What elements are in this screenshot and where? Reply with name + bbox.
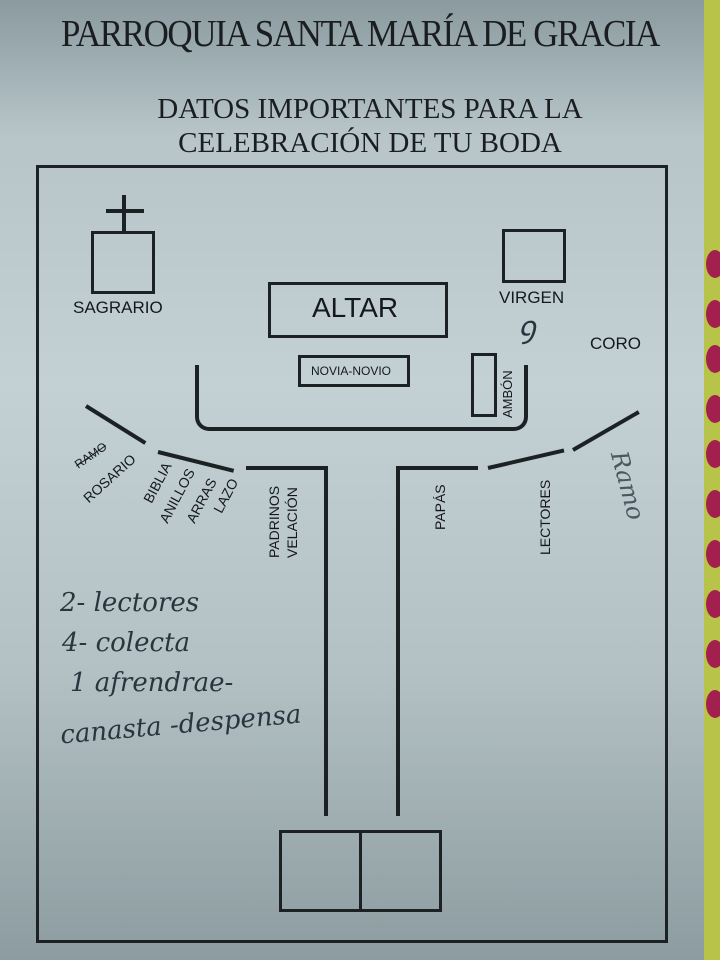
floor-plan-frame bbox=[36, 165, 668, 943]
novia-novio-box bbox=[298, 355, 410, 387]
handwritten-note-1: 2- lectores bbox=[60, 588, 200, 618]
cross-icon bbox=[106, 195, 144, 235]
subtitle-line-1: DATOS IMPORTANTES PARA LA bbox=[157, 93, 583, 125]
papas-label: PAPÁS bbox=[432, 484, 448, 530]
lectores-label: LECTORES bbox=[537, 479, 553, 555]
entrance-door-left bbox=[279, 830, 362, 912]
virgen-label: VIRGEN bbox=[499, 288, 565, 307]
sagrario-label: SAGRARIO bbox=[73, 298, 163, 317]
handwritten-note-3: 1 afrendrae- bbox=[70, 668, 234, 698]
entrance-door-right bbox=[359, 830, 442, 912]
coro-label: CORO bbox=[590, 334, 641, 353]
padrinos-label: PADRINOS bbox=[266, 485, 282, 558]
velacion-label: VELACIÓN bbox=[284, 487, 300, 558]
subtitle-line-2: CELEBRACIÓN DE TU BODA bbox=[178, 127, 562, 159]
document-subtitle: DATOS IMPORTANTES PARA LA CELEBRACIÓN DE… bbox=[90, 92, 650, 160]
altar-box bbox=[268, 282, 448, 338]
sagrario-box bbox=[91, 231, 155, 294]
pencil-mark: ꝯ bbox=[518, 310, 536, 345]
virgen-box bbox=[502, 229, 566, 283]
aisle-left-wall bbox=[246, 466, 328, 816]
bookmark-edge bbox=[704, 0, 720, 960]
altar-label: ALTAR bbox=[312, 292, 399, 323]
presbytery-step bbox=[195, 365, 528, 431]
novia-novio-label: NOVIA-NOVIO bbox=[311, 364, 392, 378]
document-title: PARROQUIA SANTA MARÍA DE GRACIA bbox=[60, 13, 660, 55]
handwritten-note-2: 4- colecta bbox=[62, 628, 191, 658]
aisle-right-wall bbox=[396, 466, 478, 816]
ambon-box bbox=[471, 353, 497, 417]
